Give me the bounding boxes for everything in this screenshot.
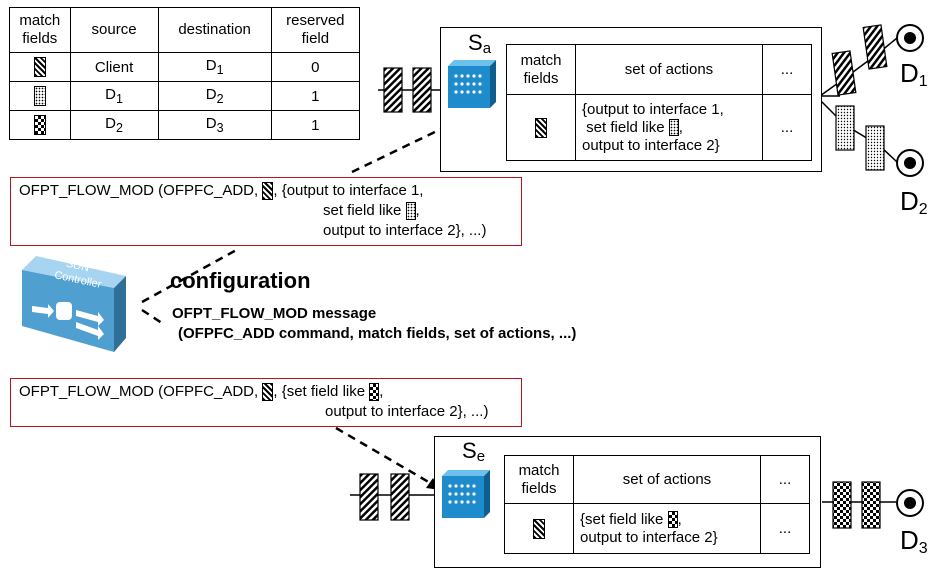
switch-a-flow-table: match fields set of actions ... {output … <box>506 44 812 161</box>
legend-source: D1 <box>69 81 159 111</box>
destination-label-d1: D1 <box>900 58 928 90</box>
flow-header-more: ... <box>762 44 812 95</box>
legend-source: D2 <box>69 110 159 140</box>
stripe-pattern-icon <box>262 383 274 402</box>
flow-header-actions: set of actions <box>573 455 761 504</box>
destination-label-d2: D2 <box>900 186 928 218</box>
legend-header-match-fields: match fields <box>9 7 71 53</box>
flow-actions-cell: {set field like , output to interface 2} <box>573 503 761 554</box>
stripe-pattern-icon <box>533 518 545 539</box>
flow-mod-message-top: OFPT_FLOW_MOD (OFPFC_ADD, , {output to i… <box>10 177 522 246</box>
switch-e-label: Se <box>462 438 486 465</box>
configuration-heading: configuration <box>170 268 311 293</box>
legend-source: Client <box>69 52 159 82</box>
switch-e-flow-table: match fields set of actions ... {set fie… <box>504 455 810 554</box>
flow-header-more: ... <box>760 455 810 504</box>
flow-mod-message-desc: (OFPFC_ADD command, match fields, set of… <box>178 325 577 342</box>
legend-destination: D3 <box>157 110 272 140</box>
connection-lines <box>141 24 924 529</box>
legend-destination: D2 <box>157 81 272 111</box>
flow-actions-cell: {output to interface 1, set field like ,… <box>575 94 763 161</box>
checker-pattern-icon <box>667 511 678 529</box>
destination-label-d3: D3 <box>900 525 928 557</box>
packet-striped <box>359 473 379 521</box>
flow-entry-row: {output to interface 1, set field like ,… <box>506 94 812 161</box>
flow-header-actions: set of actions <box>575 44 763 95</box>
packet-striped <box>390 473 410 521</box>
sdn-controller-icon: SDN Controller <box>14 250 136 358</box>
packet-checker <box>832 481 852 529</box>
packet-dotted <box>835 105 855 151</box>
checker-pattern-icon <box>33 115 46 135</box>
stripe-pattern-icon <box>535 117 547 138</box>
legend-header-reserved: reserved field <box>270 7 361 53</box>
dots-pattern-icon <box>668 119 679 137</box>
switch-e-icon <box>440 468 492 520</box>
legend-row: D2 D3 1 <box>9 110 361 140</box>
packet-striped <box>383 67 403 113</box>
flow-more-cell: ... <box>760 503 810 554</box>
flow-entry-row: {set field like , output to interface 2}… <box>504 503 810 554</box>
flow-mod-message-label: OFPT_FLOW_MOD message <box>172 305 377 322</box>
packet-checker <box>861 481 881 529</box>
checker-pattern-icon <box>369 383 380 402</box>
flow-header-match-fields: match fields <box>506 44 576 95</box>
legend-row: Client D1 0 <box>9 52 361 82</box>
legend-reserved: 1 <box>270 110 361 140</box>
packet-striped <box>412 67 432 113</box>
flow-header-match-fields: match fields <box>504 455 574 504</box>
legend-header-destination: destination <box>157 7 272 53</box>
flow-more-cell: ... <box>762 94 812 161</box>
switch-a-icon <box>446 58 498 110</box>
stripe-pattern-icon <box>262 182 274 201</box>
legend-destination: D1 <box>157 52 272 82</box>
dots-pattern-icon <box>405 202 416 221</box>
packet-striped <box>862 24 888 70</box>
packet-striped <box>831 50 857 96</box>
flow-mod-message-bottom: OFPT_FLOW_MOD (OFPFC_ADD, , {set field l… <box>10 378 522 427</box>
switch-a-label: Sa <box>468 30 492 57</box>
match-fields-legend-table: match fields source destination reserved… <box>9 7 361 140</box>
stripe-pattern-icon <box>33 57 46 77</box>
legend-reserved: 0 <box>270 52 361 82</box>
packet-dotted <box>865 125 885 171</box>
legend-row: D1 D2 1 <box>9 81 361 111</box>
legend-header-source: source <box>69 7 159 53</box>
legend-reserved: 1 <box>270 81 361 111</box>
dots-pattern-icon <box>33 86 46 106</box>
